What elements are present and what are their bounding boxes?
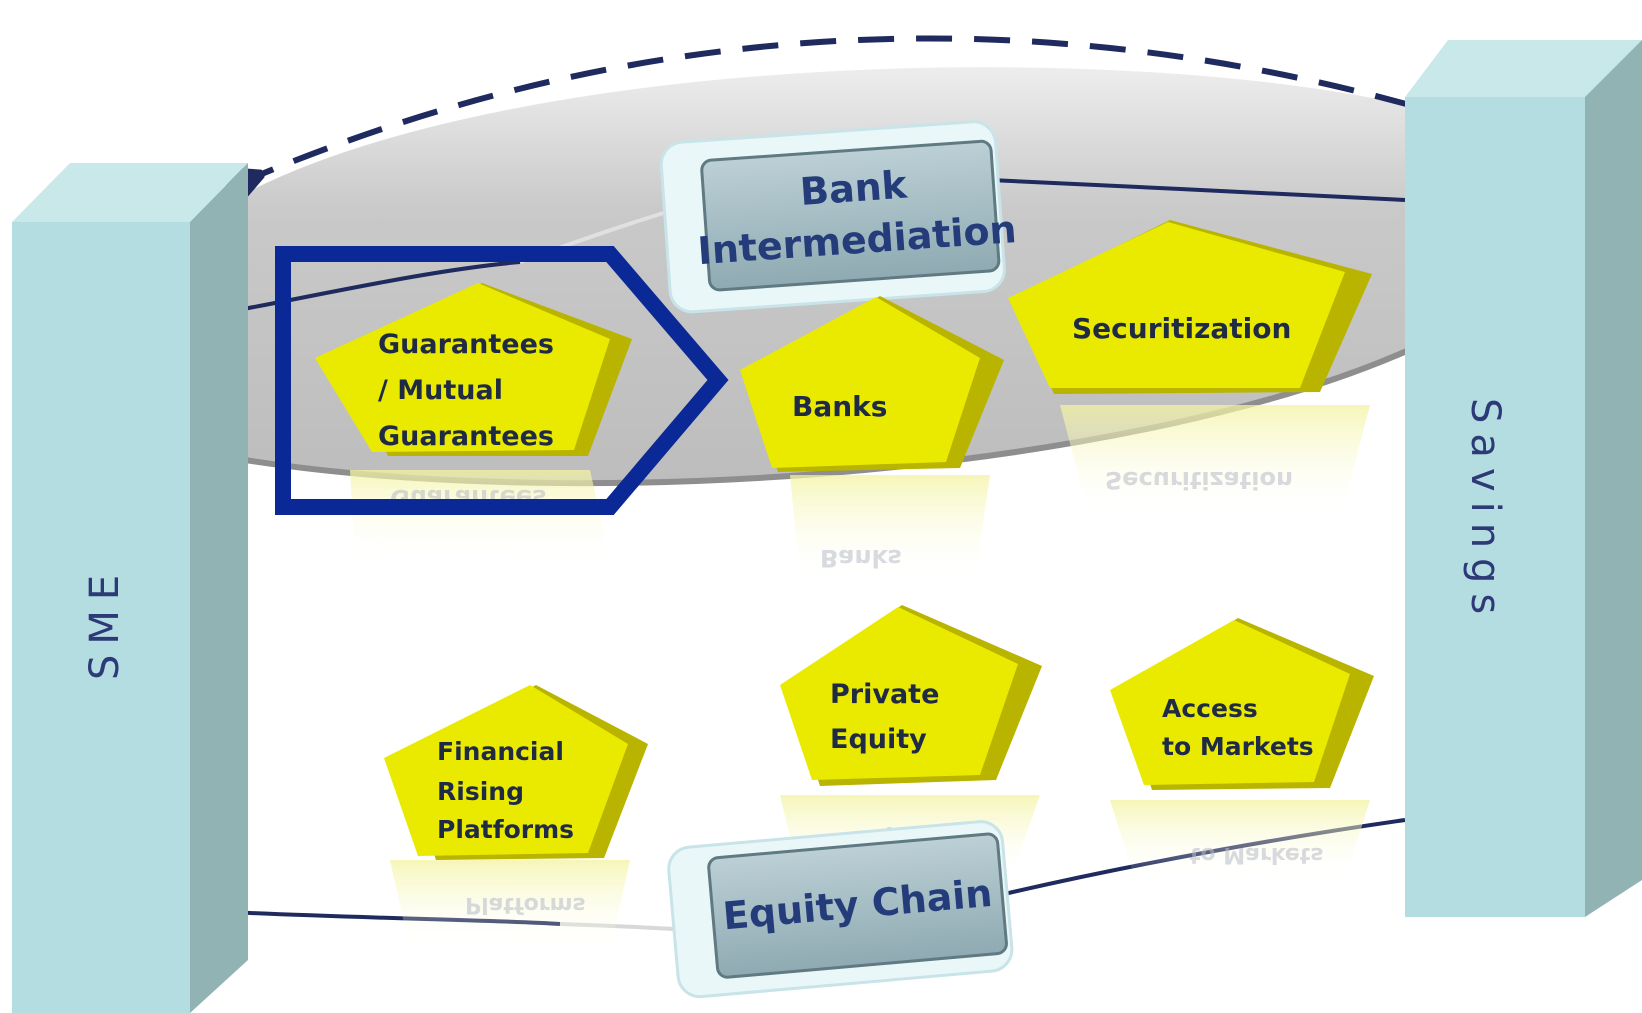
savings-label: Savings — [1462, 398, 1508, 624]
svg-text:Platforms: Platforms — [465, 892, 586, 917]
pentagon-private-equity[interactable]: Private Equity — [780, 605, 1042, 786]
private-equity-line1: Private — [830, 679, 939, 710]
financial-rising-line3: Platforms — [437, 815, 574, 844]
equity-chain-box[interactable]: Equity Chain — [667, 820, 1014, 999]
sme-label: SME — [82, 565, 128, 680]
pentagon-access-markets[interactable]: Access to Markets — [1110, 618, 1374, 790]
financial-rising-line2: Rising — [437, 777, 524, 806]
bank-connector-right — [989, 178, 1406, 202]
private-equity-line2: Equity — [830, 724, 927, 755]
securitization-label: Securitization — [1072, 312, 1291, 345]
pentagon-guarantees[interactable]: Guarantees / Mutual Guarantees — [315, 283, 632, 456]
guarantees-line2: / Mutual — [378, 375, 503, 406]
bank-connector-left — [237, 260, 521, 312]
guarantees-line3: Guarantees — [378, 421, 554, 452]
sme-pillar: SME — [12, 163, 248, 1013]
bank-intermediation-box[interactable]: Bank Intermediation — [659, 119, 1021, 314]
financial-rising-line1: Financial — [437, 737, 564, 766]
svg-text:Banks: Banks — [820, 544, 902, 572]
access-markets-line2: to Markets — [1162, 732, 1314, 761]
guarantees-line1: Guarantees — [378, 329, 554, 360]
banks-label: Banks — [792, 390, 887, 423]
pentagon-securitization[interactable]: Securitization — [1008, 220, 1372, 394]
svg-text:to Markets: to Markets — [1190, 842, 1323, 867]
access-markets-line1: Access — [1162, 694, 1258, 723]
dashed-curved-arrow-icon — [252, 35, 1411, 178]
pentagon-financial-rising[interactable]: Financial Rising Platforms — [384, 685, 648, 860]
svg-text:Securitization: Securitization — [1105, 466, 1293, 494]
savings-pillar: Savings — [1405, 40, 1642, 917]
bank-title-line1: Bank — [799, 163, 909, 214]
chevron-outline-icon — [275, 246, 729, 515]
pentagon-banks[interactable]: Banks — [740, 296, 1004, 472]
